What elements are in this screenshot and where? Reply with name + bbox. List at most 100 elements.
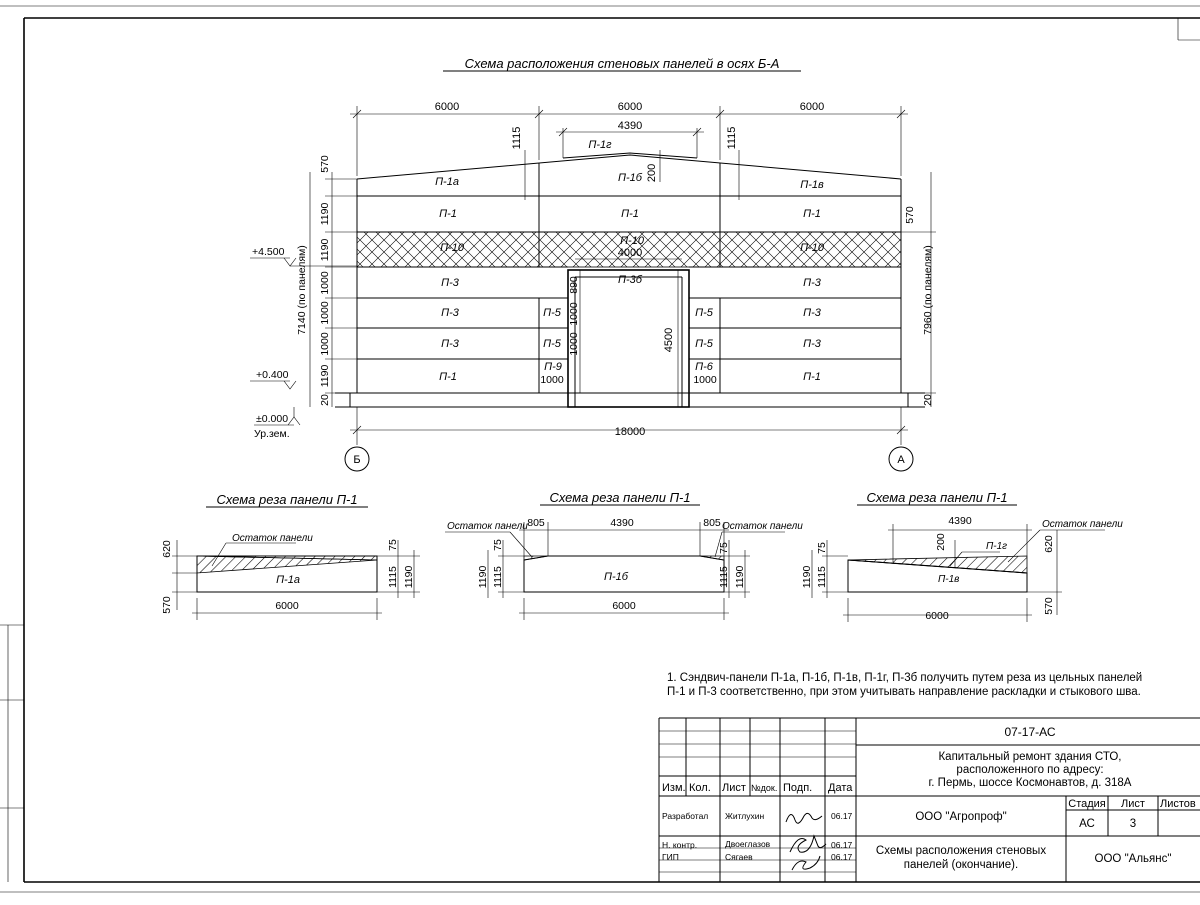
panel-label: П-3: [803, 338, 822, 350]
column-header: Кол.: [689, 782, 711, 794]
dim: 1190: [734, 566, 746, 589]
panel-label: П-1а: [435, 176, 459, 188]
sheet-title: панелей (окончание).: [904, 859, 1018, 871]
dim-right-bottom: 20: [922, 394, 934, 406]
dim-left-row: 570: [319, 155, 331, 173]
dim-left-row: 1190: [319, 203, 331, 226]
sheet-value: 3: [1130, 818, 1136, 830]
remainder-label: Остаток панели: [447, 521, 528, 532]
panel-label: П-1б: [618, 172, 643, 184]
note-line-1: 1. Сэндвич-панели П-1а, П-1б, П-1в, П-1г…: [667, 672, 1142, 684]
dim: 4390: [610, 517, 634, 529]
hatched-panel-row: [356, 231, 902, 268]
cut-scheme-3: Схема реза панели П-1 П-1г П-1в Остаток …: [801, 490, 1123, 622]
signer-name: Двоеглазов: [725, 839, 771, 849]
panel-label: П-3: [441, 277, 460, 289]
panel-label: П-6: [695, 361, 714, 373]
panel-label: П-1: [803, 371, 821, 383]
dim-right-total: 7960 (по панелям): [922, 245, 934, 335]
dim: 1115: [492, 566, 504, 588]
panel-label: П-1в: [938, 574, 959, 585]
dim-left-row: 1000: [319, 301, 331, 325]
dim: 1190: [477, 566, 489, 589]
dim: 1115: [387, 566, 399, 588]
signer-role: Н. контр.: [662, 840, 697, 850]
signer-role: Разработал: [662, 811, 708, 821]
signature-mark: [785, 812, 823, 824]
dim-left-total: 7140 (по панелям): [296, 245, 308, 335]
dim-side-bottom-right: 1000: [693, 374, 717, 386]
title-block: 07-17-АС Капитальный ремонт здания СТО, …: [658, 717, 1200, 882]
dim-left-row: 1190: [319, 365, 331, 388]
dim: 570: [1043, 597, 1055, 615]
dim: 805: [527, 517, 545, 529]
dim-door-mid: 1000: [568, 332, 580, 356]
dim: 4390: [948, 515, 972, 527]
column-header: Изм.: [662, 782, 686, 794]
axis-label-b: Б: [353, 454, 360, 466]
remainder-label: Остаток панели: [232, 533, 313, 544]
dim-ridge-drop-left: 1115: [511, 127, 523, 150]
ground-label: Ур.зем.: [254, 428, 290, 440]
panel-label: П-3б: [618, 274, 643, 286]
stage-value: АС: [1079, 818, 1095, 830]
panel-label: П-1: [439, 208, 457, 220]
dim-right-top: 570: [904, 206, 916, 224]
panel-label: П-1: [621, 208, 639, 220]
dim: 6000: [275, 600, 299, 612]
cut-scheme-title: Схема реза панели П-1: [549, 490, 690, 505]
panel-label: П-9: [544, 361, 562, 373]
dim-door-top: 890: [568, 276, 580, 294]
dim-side-bottom-left: 1000: [540, 374, 564, 386]
wall-elevation: П-1а П-1б П-1в П-1г П-1 П-1 П-1 П-10 П-1…: [250, 101, 936, 472]
panel-label: П-5: [695, 338, 714, 350]
project-title: Капитальный ремонт здания СТО,: [938, 751, 1121, 763]
dim: 570: [161, 596, 173, 614]
axis-bubble-b: [344, 446, 370, 472]
main-title: Схема расположения стеновых панелей в ос…: [465, 56, 780, 71]
panel-label: П-5: [543, 338, 562, 350]
org-name: ООО "Альянс": [1095, 853, 1172, 865]
sign-date: 06.17: [831, 840, 853, 850]
signer-name: Сягаев: [725, 852, 753, 862]
panel-label: П-3: [441, 338, 460, 350]
dim: 6000: [612, 600, 636, 612]
dim-door-mid: 1000: [568, 302, 580, 326]
panel-label: П-3: [803, 307, 822, 319]
level-mark: +4.500: [252, 246, 285, 258]
sheet-title: Схемы расположения стеновых: [876, 845, 1046, 857]
dim-left-row: 1000: [319, 332, 331, 356]
cut-scheme-2: Схема реза панели П-1 П-1б Остаток панел…: [445, 490, 803, 620]
stage-header: Стадия: [1068, 798, 1106, 810]
signer-name: Житлухин: [725, 811, 765, 821]
panel-label: П-1: [803, 208, 821, 220]
dim-left-row: 1000: [319, 271, 331, 295]
dim: 1115: [718, 566, 730, 588]
column-header: №док.: [751, 783, 777, 793]
dim-total-width: 18000: [615, 426, 646, 438]
dim-left-row: 1190: [319, 239, 331, 262]
dim-ridge-drop-right: 1115: [726, 127, 738, 150]
dim: 620: [161, 540, 173, 558]
sheets-header: Листов: [1160, 798, 1196, 810]
dim: 1115: [816, 566, 828, 588]
dim: 805: [703, 517, 721, 529]
drawing-code: 07-17-АС: [1004, 725, 1055, 739]
dim: 75: [718, 542, 730, 554]
dim-bay-2: 6000: [618, 101, 642, 113]
level-mark: +0.400: [256, 369, 289, 381]
panel-label: П-3: [441, 307, 460, 319]
dim: 200: [935, 533, 947, 551]
dim-left-row: 20: [319, 394, 331, 406]
axis-label-a: А: [897, 454, 905, 466]
panel-label: П-1в: [800, 179, 824, 191]
dim: 75: [816, 542, 828, 554]
remainder-label: Остаток панели: [722, 521, 803, 532]
dim: 1190: [403, 566, 415, 589]
dim-door-width: 4000: [618, 247, 642, 259]
panel-label: П-1г: [588, 139, 612, 151]
dim-ridge-height: 200: [646, 164, 658, 182]
sign-date: 06.17: [831, 852, 853, 862]
project-title: расположенного по адресу:: [956, 764, 1103, 776]
